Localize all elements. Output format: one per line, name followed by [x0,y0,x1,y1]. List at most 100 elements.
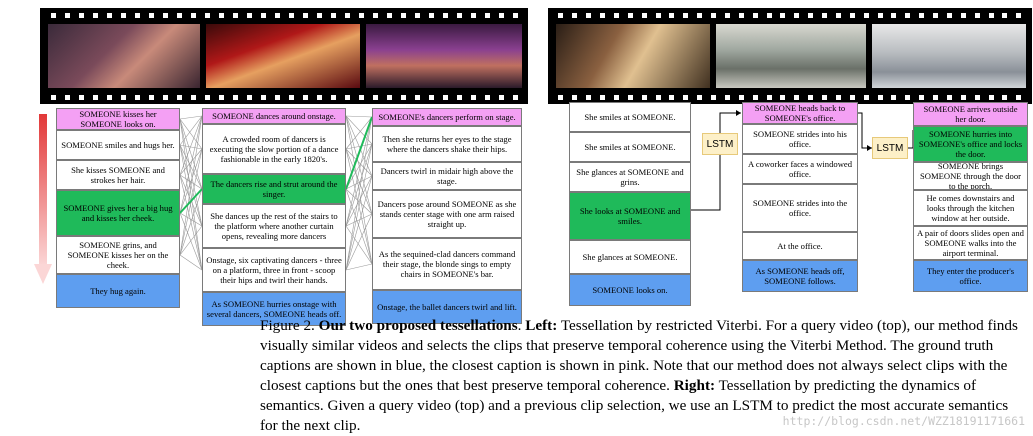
film-perforation [428,94,434,100]
right-caption-card: He comes downstairs and looks through th… [913,190,1028,226]
film-perforation [572,12,578,18]
film-perforation [600,94,606,100]
right-caption-card: SOMEONE looks on. [569,274,691,306]
lattice-edge [345,143,373,227]
lattice-edge [179,115,203,214]
lattice-edge [179,148,203,176]
film-perforation [960,12,966,18]
film-perforation [988,12,994,18]
film-perforation [1002,94,1008,100]
film-perforation [724,12,730,18]
lattice-edge [345,115,373,145]
lattice-edge [345,115,373,265]
lattice-edge [179,212,203,227]
film-perforation [260,94,266,100]
film-perforation [919,12,925,18]
film-perforation [808,12,814,18]
film-perforation [835,94,841,100]
film-perforation [863,12,869,18]
film-perforation [148,12,154,18]
film-perforation [190,12,196,18]
lattice-edge [179,118,203,150]
lattice-edge [179,148,203,214]
film-perforation [808,94,814,100]
film-perforation [697,12,703,18]
film-perforation [627,12,633,18]
lstm-input-arrow [858,112,872,149]
lattice-edge [345,213,373,227]
film-perforation [302,94,308,100]
lattice-edge [345,115,373,215]
arrow-head [867,145,872,151]
film-perforation [627,94,633,100]
right-caption-card: As SOMEONE heads off, SOMEONE follows. [742,260,858,292]
video-frame-3 [366,24,522,88]
lattice-edge [345,143,373,271]
video-frame-2 [206,24,360,88]
film-perforation [780,94,786,100]
film-perforation [358,12,364,18]
right-caption-card: They enter the producer's office. [913,260,1028,292]
lattice-edge [345,115,373,118]
film-perforation [330,12,336,18]
film-perforation [148,94,154,100]
left-caption-card: As the sequined-clad dancers command the… [372,238,522,290]
figure-caption: Figure 2. Our two proposed tessellations… [260,317,1018,434]
lattice-edge [179,115,203,176]
left-caption-card: She kisses SOMEONE and strokes her hair. [56,160,180,190]
film-perforation [849,94,855,100]
film-perforation [204,12,210,18]
film-perforation [50,94,56,100]
film-perforation [655,94,661,100]
film-perforation [204,94,210,100]
lattice-edge [345,116,373,150]
film-perforation [386,94,392,100]
film-perforation [974,12,980,18]
film-perforation [162,12,168,18]
lattice-edge [179,225,203,256]
film-perforation [358,94,364,100]
video-frame-1 [556,24,710,88]
lattice-edge [179,144,203,150]
left-caption-card: Dancers twirl in midair high above the s… [372,162,522,190]
right-caption-card: SOMEONE hurries into SOMEONE's office an… [913,126,1028,162]
lattice-edge [179,212,203,271]
film-perforation [641,12,647,18]
lattice-edge [345,225,373,265]
film-perforation [558,12,564,18]
film-perforation [288,94,294,100]
film-perforation [232,94,238,100]
film-perforation [386,12,392,18]
perforation-row-top [548,10,1032,20]
lattice-edge [179,254,203,271]
left-filmstrip [40,8,528,104]
film-perforation [905,12,911,18]
lattice-edge [179,118,203,227]
film-perforation [752,94,758,100]
left-caption-card: Onstage, the ballet dancers twirl and li… [372,290,522,324]
film-perforation [428,12,434,18]
right-filmstrip [548,8,1032,104]
film-perforation [613,12,619,18]
film-perforation [246,12,252,18]
film-perforation [877,12,883,18]
film-perforation [470,12,476,18]
perforation-row-bottom [40,92,528,102]
film-perforation [794,94,800,100]
left-caption-card: SOMEONE smiles and hugs her. [56,130,180,160]
film-perforation [586,12,592,18]
lattice-edge [345,188,373,265]
film-perforation [1016,12,1022,18]
film-perforation [835,12,841,18]
lattice-edge [179,115,203,120]
video-frame-2 [716,24,866,88]
lattice-edge [179,144,203,190]
film-perforation [456,12,462,18]
lattice-edge [179,115,203,146]
film-perforation [134,12,140,18]
left-caption-card: A crowded room of dancers is executing t… [202,124,346,174]
right-description: Tessellation by predicting the dynamics … [260,377,1009,434]
film-perforation [905,94,911,100]
